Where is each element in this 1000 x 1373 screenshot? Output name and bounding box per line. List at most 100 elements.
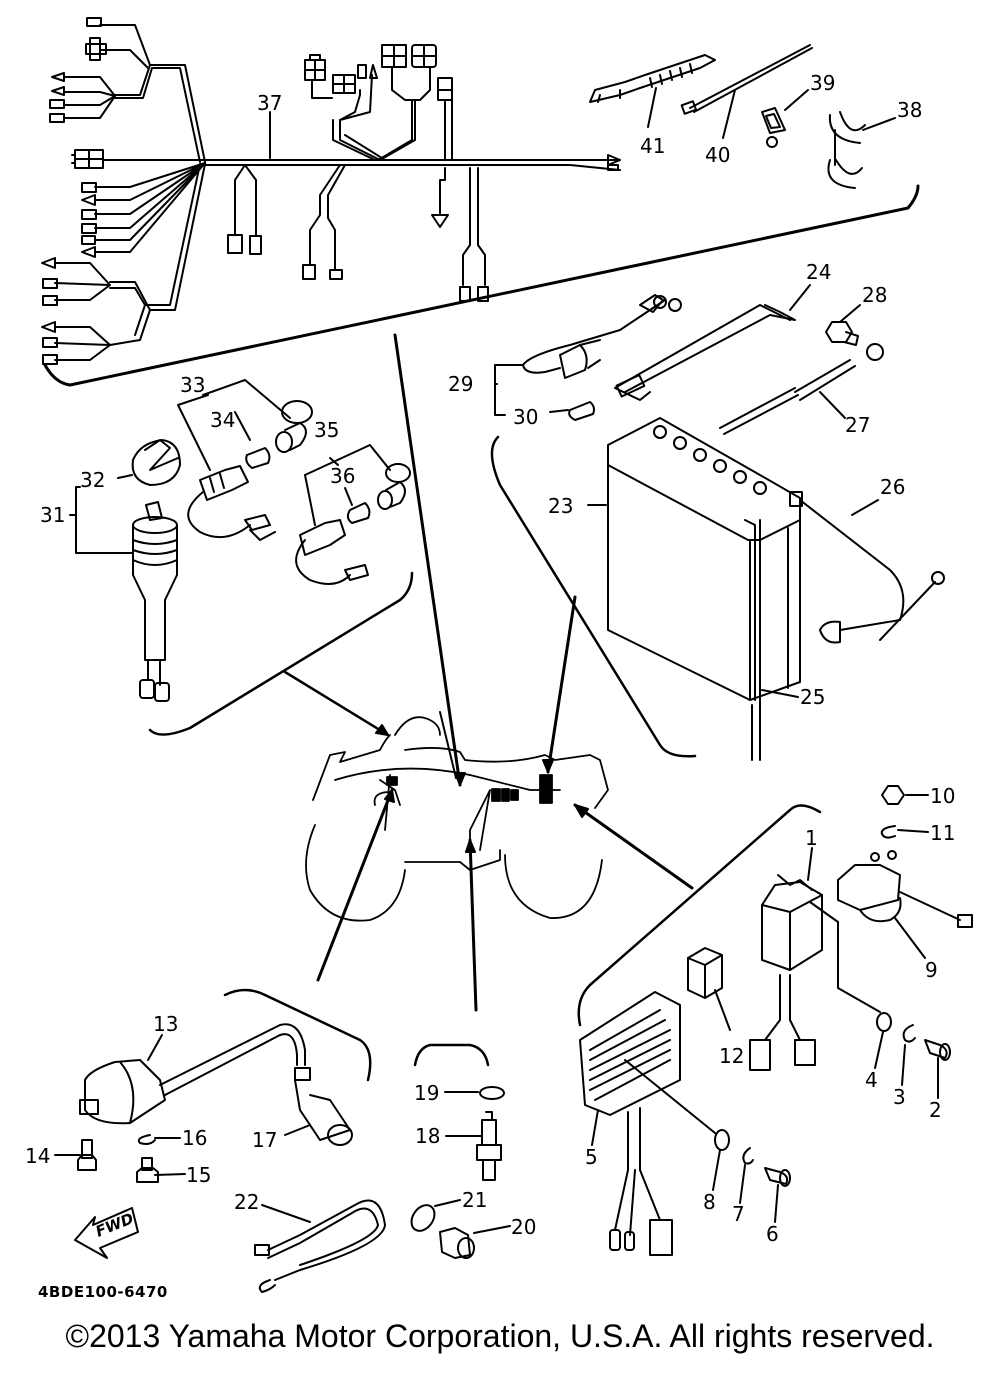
callout-31[interactable]: 31 [40, 503, 66, 527]
callout-28[interactable]: 28 [862, 283, 888, 307]
callout-25[interactable]: 25 [800, 685, 826, 709]
fuse-30[interactable] [569, 402, 594, 420]
ignition-coil-13[interactable] [80, 1024, 305, 1123]
minus-lead-26[interactable] [790, 492, 944, 643]
band-40[interactable] [682, 45, 812, 114]
callout-14[interactable]: 14 [25, 1144, 51, 1168]
callout-41[interactable]: 41 [640, 134, 666, 158]
callout-8[interactable]: 8 [703, 1190, 716, 1214]
knob-32[interactable] [133, 440, 180, 485]
socket-cord-33[interactable] [188, 466, 275, 540]
callout-17[interactable]: 17 [252, 1128, 278, 1152]
callout-1[interactable]: 1 [805, 826, 818, 850]
leader-11 [898, 830, 928, 832]
fuse-holder-29[interactable] [523, 295, 681, 378]
main-switch-31[interactable] [133, 502, 177, 701]
relay-12[interactable] [688, 948, 722, 998]
callout-18[interactable]: 18 [415, 1124, 441, 1148]
leader-36 [345, 488, 352, 505]
callout-20[interactable]: 20 [511, 1215, 537, 1239]
gasket-21[interactable] [407, 1201, 439, 1235]
plus-lead-27[interactable] [720, 344, 883, 434]
leader-32 [118, 475, 132, 478]
callout-19[interactable]: 19 [414, 1081, 440, 1105]
gasket-19[interactable] [480, 1087, 504, 1099]
spring-washer-16[interactable] [139, 1135, 155, 1144]
callout-11[interactable]: 11 [930, 821, 956, 845]
callout-24[interactable]: 24 [806, 260, 832, 284]
socket-cap-33[interactable] [276, 401, 312, 452]
callout-27[interactable]: 27 [845, 413, 871, 437]
bolt-2[interactable] [925, 1040, 950, 1060]
callout-2[interactable]: 2 [929, 1098, 942, 1122]
spark-plug-18[interactable] [477, 1112, 501, 1180]
nut-10[interactable] [882, 786, 904, 804]
callout-12[interactable]: 12 [719, 1044, 745, 1068]
spring-washer-7[interactable] [743, 1148, 753, 1164]
callout-32[interactable]: 32 [80, 468, 106, 492]
callout-26[interactable]: 26 [880, 475, 906, 499]
callout-9[interactable]: 9 [925, 958, 938, 982]
callout-5[interactable]: 5 [585, 1145, 598, 1169]
callout-23[interactable]: 23 [548, 494, 574, 518]
callout-4[interactable]: 4 [865, 1068, 878, 1092]
callout-37[interactable]: 37 [257, 91, 283, 115]
bracket-29 [495, 365, 522, 415]
callout-34[interactable]: 34 [210, 408, 236, 432]
rectifier-regulator-5[interactable] [580, 992, 680, 1255]
spring-washer-11[interactable] [882, 826, 895, 838]
callout-29[interactable]: 29 [448, 372, 474, 396]
callout-3[interactable]: 3 [893, 1085, 906, 1109]
callout-10[interactable]: 10 [930, 784, 956, 808]
breather-pipe-25[interactable] [752, 705, 760, 760]
leader-5 [592, 1110, 598, 1145]
callout-39[interactable]: 39 [810, 71, 836, 95]
leader-8 [713, 1150, 720, 1190]
bulb-36[interactable] [348, 503, 370, 523]
bolt-28[interactable] [826, 322, 858, 345]
spring-washer-3[interactable] [904, 1025, 915, 1042]
washer-8[interactable] [715, 1130, 729, 1150]
leader-7 [740, 1165, 745, 1203]
fwd-arrow-icon [75, 1208, 138, 1258]
callout-7[interactable]: 7 [732, 1202, 745, 1226]
callout-21[interactable]: 21 [462, 1188, 488, 1212]
callout-40[interactable]: 40 [705, 143, 731, 167]
holder-39[interactable] [762, 108, 785, 147]
callout-35[interactable]: 35 [314, 418, 340, 442]
plug-cap-17[interactable] [295, 1068, 352, 1145]
callout-6[interactable]: 6 [766, 1222, 779, 1246]
bolt-15[interactable] [137, 1158, 158, 1182]
leader-26 [852, 500, 878, 515]
leader-41 [648, 88, 656, 127]
callout-16[interactable]: 16 [182, 1126, 208, 1150]
callout-38[interactable]: 38 [897, 98, 923, 122]
callout-33[interactable]: 33 [180, 373, 206, 397]
diagram-code: 4BDE100-6470 [38, 1283, 168, 1301]
cdi-unit-1[interactable] [750, 875, 822, 1070]
callout-36[interactable]: 36 [330, 464, 356, 488]
wire-harness-37[interactable] [42, 18, 620, 364]
callout-15[interactable]: 15 [186, 1163, 212, 1187]
bolt-14[interactable] [78, 1140, 96, 1170]
leader-3 [902, 1045, 905, 1085]
band-24[interactable] [615, 305, 795, 400]
leader-17 [285, 1125, 310, 1135]
lead-wire-22[interactable] [255, 1201, 385, 1293]
leader-40 [723, 90, 735, 138]
switch-20[interactable] [440, 1228, 474, 1258]
bolt-6[interactable] [765, 1168, 790, 1186]
starter-relay-9[interactable] [838, 851, 972, 927]
battery-23[interactable] [608, 418, 800, 705]
clamp-38[interactable] [828, 112, 865, 188]
socket-cap-35[interactable] [378, 464, 410, 509]
callout-22[interactable]: 22 [234, 1190, 260, 1214]
band-41[interactable] [590, 55, 715, 102]
callout-30[interactable]: 30 [513, 405, 539, 429]
bulb-34[interactable] [246, 448, 269, 468]
socket-cord-35[interactable] [296, 520, 368, 584]
leader-8-line [625, 1060, 715, 1133]
washer-4[interactable] [877, 1013, 891, 1031]
leader-15 [155, 1174, 185, 1175]
callout-13[interactable]: 13 [153, 1012, 179, 1036]
